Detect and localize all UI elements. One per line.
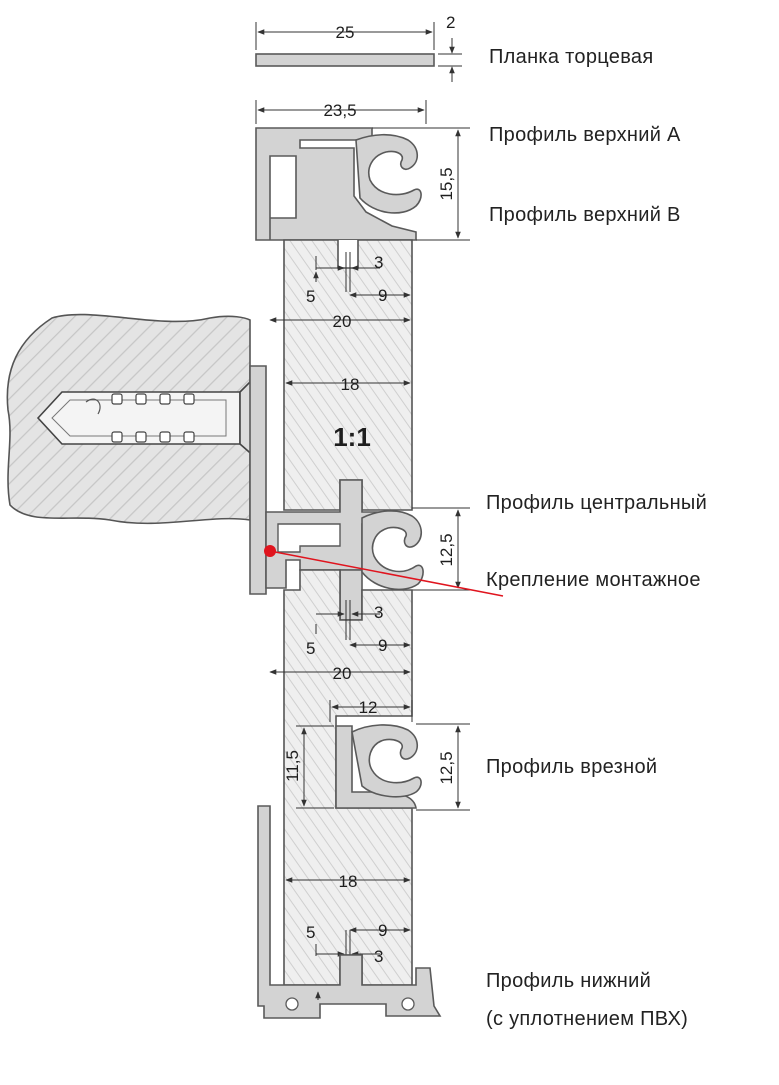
fastener-pointer-dot xyxy=(264,545,276,557)
label-mounting-fastener: Крепление монтажное xyxy=(486,569,701,591)
top-profile xyxy=(255,127,417,241)
dim-slot-depth-mid: 5 xyxy=(306,639,315,658)
label-bottom-profile-seal: (с уплотнением ПВХ) xyxy=(486,1008,689,1030)
end-strip xyxy=(255,53,435,67)
label-central-profile: Профиль центральный xyxy=(486,492,708,514)
dim-slot-offset-top: 9 xyxy=(378,286,387,305)
scale-label: 1:1 xyxy=(333,422,371,452)
dim-board-width-bottom: 18 xyxy=(339,872,358,891)
dim-insert-depth: 11,5 xyxy=(283,750,302,782)
dim-slot-offset-bottom: 9 xyxy=(378,921,387,940)
dim-top-profile-height: 15,5 xyxy=(437,167,456,200)
central-profile-height-dim: 12,5 xyxy=(412,507,470,591)
label-insert-profile: Профиль врезной xyxy=(486,756,658,778)
insert-profile-seal xyxy=(351,724,422,798)
bottom-profile-seals xyxy=(285,997,415,1011)
mounting-plate xyxy=(249,365,267,595)
dim-slot-width-top: 3 xyxy=(374,253,383,272)
dim-board-width-lower: 20 xyxy=(333,664,352,683)
label-end-strip: Планка торцевая xyxy=(489,46,654,68)
central-profile-stem xyxy=(339,569,363,621)
insert-width-dim: 12 xyxy=(329,698,413,722)
dim-central-profile-height: 12,5 xyxy=(437,533,456,566)
dim-slot-width-bottom: 3 xyxy=(374,947,383,966)
label-bottom-profile: Профиль нижний xyxy=(486,970,652,992)
bottom-profile xyxy=(257,805,442,1019)
dim-strip-thickness: 2 xyxy=(446,13,455,32)
insert-height-dim: 12,5 xyxy=(416,723,470,811)
central-profile-seal xyxy=(361,510,424,591)
dim-board-width-top: 20 xyxy=(333,312,352,331)
strip-thickness-dim: 2 xyxy=(438,13,462,82)
dim-slot-offset-mid: 9 xyxy=(378,636,387,655)
insert-depth-dim: 11,5 xyxy=(283,725,334,809)
dim-strip-width: 25 xyxy=(336,23,355,42)
dim-board-width-mid: 18 xyxy=(341,375,360,394)
dim-slot-depth-bottom: 5 xyxy=(306,923,315,942)
label-top-profile-b: Профиль верхний В xyxy=(489,204,681,226)
dim-insert-width: 12 xyxy=(359,698,378,717)
upper-board-groove xyxy=(337,240,359,269)
wall-dowel xyxy=(36,391,241,445)
top-profile-height-dim: 15,5 xyxy=(372,127,470,241)
dim-slot-width-mid: 3 xyxy=(374,603,383,622)
top-profile-seal xyxy=(355,133,422,214)
dim-top-profile-width: 23,5 xyxy=(323,101,356,120)
label-top-profile-a: Профиль верхний А xyxy=(489,124,681,146)
fastener-pointer-line xyxy=(269,550,504,597)
strip-width-dim: 25 xyxy=(255,22,435,50)
top-profile-width-dim: 23,5 xyxy=(255,100,427,124)
dim-slot-depth-top: 5 xyxy=(306,287,315,306)
dim-insert-height: 12,5 xyxy=(437,751,456,784)
